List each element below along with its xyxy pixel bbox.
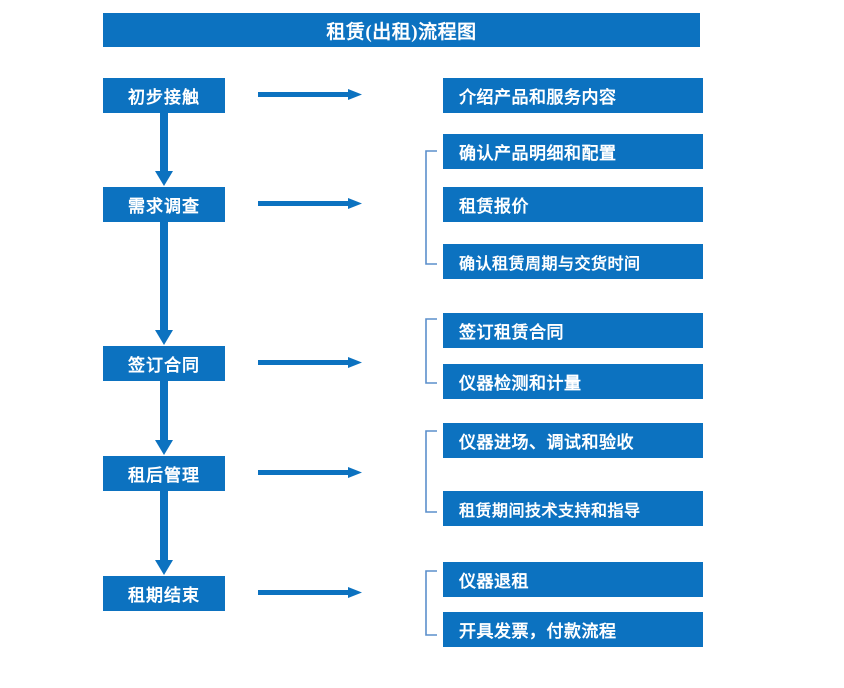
stage-box-5[interactable]: 租期结束	[103, 576, 225, 611]
arrow-down-icon-1	[151, 113, 177, 187]
stage-box-4[interactable]: 租后管理	[103, 456, 225, 491]
arrow-down-icon-4	[151, 491, 177, 576]
stage-box-3[interactable]: 签订合同	[103, 346, 225, 381]
group-bracket-icon-5	[424, 570, 438, 636]
detail-box-2[interactable]: 确认产品明细和配置	[443, 134, 703, 169]
detail-box-3[interactable]: 租赁报价	[443, 187, 703, 222]
arrow-right-icon-1	[258, 86, 363, 104]
arrow-right-icon-2	[258, 195, 363, 213]
stage-box-2[interactable]: 需求调查	[103, 187, 225, 222]
arrow-down-icon-3	[151, 381, 177, 456]
detail-box-10[interactable]: 开具发票，付款流程	[443, 612, 703, 647]
arrow-right-icon-5	[258, 584, 363, 602]
chart-title: 租赁(出租)流程图	[103, 13, 700, 47]
arrow-right-icon-4	[258, 464, 363, 482]
detail-box-9[interactable]: 仪器退租	[443, 562, 703, 597]
detail-box-4[interactable]: 确认租赁周期与交货时间	[443, 244, 703, 279]
group-bracket-icon-4	[424, 430, 438, 513]
detail-box-6[interactable]: 仪器检测和计量	[443, 364, 703, 399]
detail-box-8[interactable]: 租赁期间技术支持和指导	[443, 491, 703, 526]
detail-box-5[interactable]: 签订租赁合同	[443, 313, 703, 348]
detail-box-1[interactable]: 介绍产品和服务内容	[443, 78, 703, 113]
group-bracket-icon-2	[424, 150, 438, 265]
arrow-right-icon-3	[258, 354, 363, 372]
arrow-down-icon-2	[151, 222, 177, 346]
group-bracket-icon-3	[424, 318, 438, 384]
detail-box-7[interactable]: 仪器进场、调试和验收	[443, 423, 703, 458]
stage-box-1[interactable]: 初步接触	[103, 78, 225, 113]
